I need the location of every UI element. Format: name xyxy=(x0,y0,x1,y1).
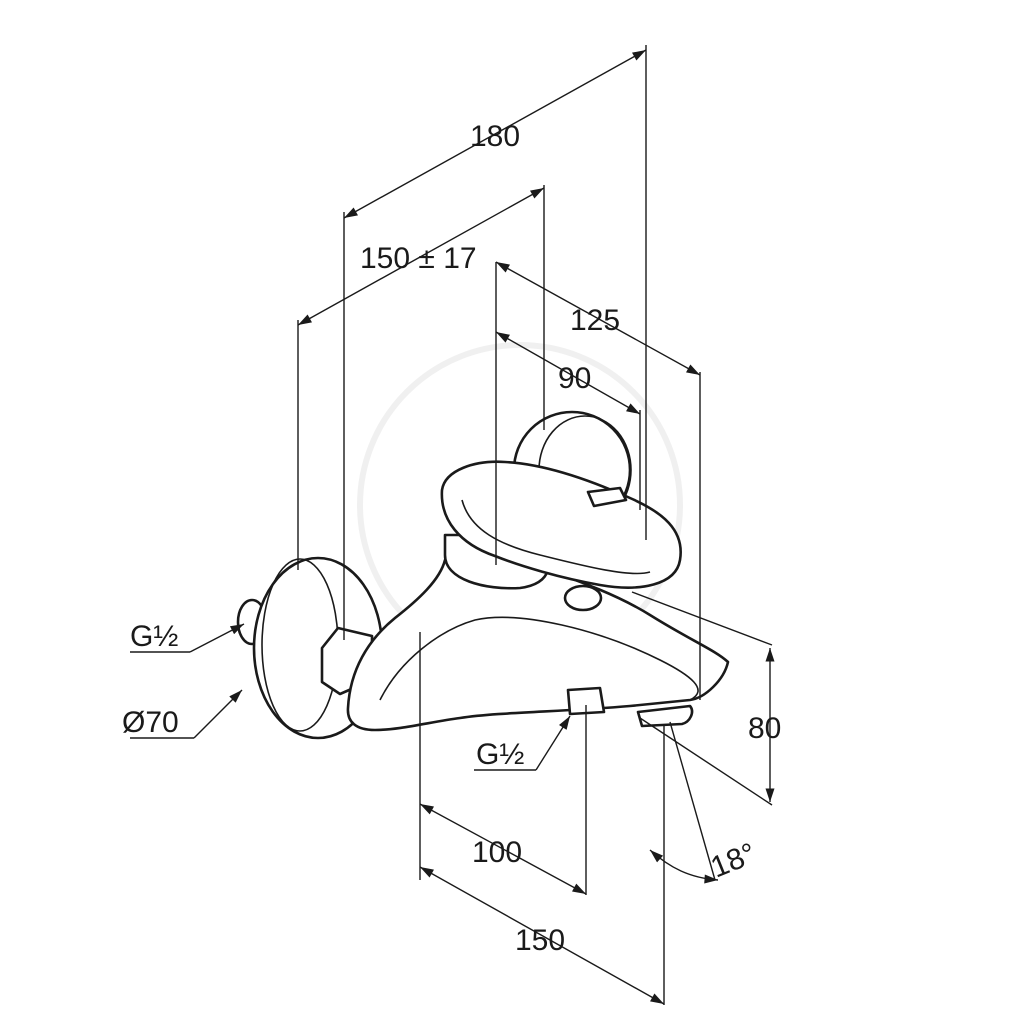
spout-outlet xyxy=(636,704,694,728)
bottom-outlet xyxy=(566,686,606,716)
dim-line-90 xyxy=(495,331,641,415)
label-150-bottom: 150 xyxy=(515,924,565,957)
lever-handle xyxy=(440,460,682,589)
dimension-lines xyxy=(297,49,775,1005)
dim-line-125 xyxy=(495,261,701,376)
callout-leaders xyxy=(130,623,571,771)
lever-top-face xyxy=(461,499,651,575)
lever-tip xyxy=(586,486,628,508)
label-inlet-thread: G½ xyxy=(130,620,178,653)
label-180: 180 xyxy=(470,120,520,153)
cartridge-cap xyxy=(563,584,603,612)
dim-arc-18 xyxy=(649,849,719,884)
label-outlet-thread: G½ xyxy=(476,738,524,771)
dimension-labels: 180 150 ± 17 125 90 80 100 150 18° G½ Ø7… xyxy=(122,120,781,957)
label-125: 125 xyxy=(570,304,620,337)
dim-line-150-bottom xyxy=(419,866,665,1005)
label-80: 80 xyxy=(748,712,781,745)
dim-line-150-tol xyxy=(297,187,545,326)
label-rosette-diameter: Ø70 xyxy=(122,706,179,739)
label-150-tolerance: 150 ± 17 xyxy=(360,242,477,275)
mixer-housing xyxy=(346,558,730,732)
label-90: 90 xyxy=(558,362,591,395)
mixer-body xyxy=(236,410,730,740)
label-100: 100 xyxy=(472,836,522,869)
